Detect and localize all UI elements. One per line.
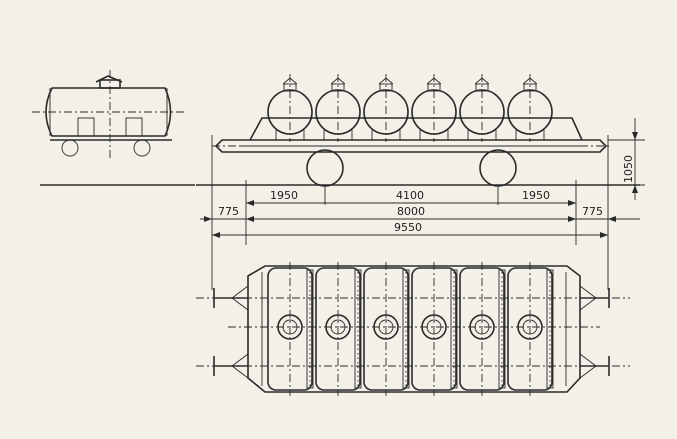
dim-end-left: 775 <box>218 205 239 218</box>
plan-tank <box>507 262 554 396</box>
plan-tank <box>411 262 458 396</box>
dimension-lines: 1950 4100 1950 775 8000 775 9550 1050 <box>200 118 645 290</box>
front-tank <box>507 74 553 142</box>
dim-end-right: 775 <box>582 205 603 218</box>
front-tank <box>459 74 505 142</box>
front-tanks <box>267 74 553 142</box>
side-view <box>32 70 195 186</box>
front-tank <box>267 74 313 142</box>
front-tank <box>411 74 457 142</box>
front-tank <box>363 74 409 142</box>
plan-tank <box>363 262 410 396</box>
plan-view <box>196 262 630 396</box>
dim-overall-length: 9550 <box>394 221 422 234</box>
plan-tank <box>315 262 362 396</box>
dim-height: 1050 <box>622 155 635 183</box>
dim-right-offset: 1950 <box>522 189 550 202</box>
front-tank <box>315 74 361 142</box>
dim-left-offset: 1950 <box>270 189 298 202</box>
dim-frame-length: 8000 <box>397 205 425 218</box>
plan-tanks <box>267 262 554 396</box>
dim-center-span: 4100 <box>396 189 424 202</box>
front-view <box>196 74 640 187</box>
plan-tank <box>459 262 506 396</box>
plan-tank <box>267 262 314 396</box>
